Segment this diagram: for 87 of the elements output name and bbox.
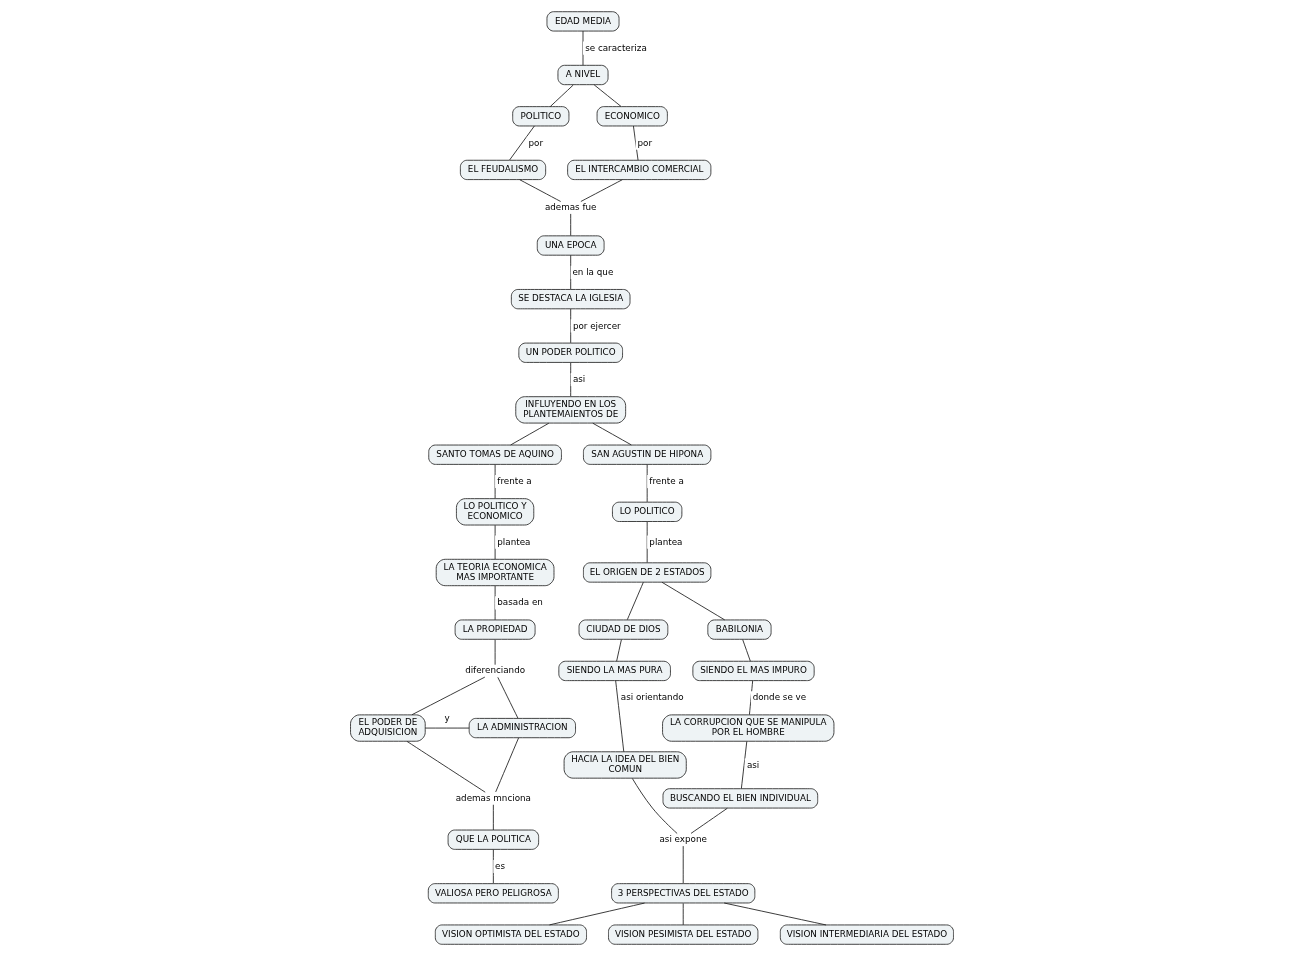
connector bbox=[492, 804, 494, 831]
connector bbox=[631, 778, 678, 834]
node-box: SAN AGUSTIN DE HIPONA bbox=[583, 444, 712, 465]
connector bbox=[519, 179, 562, 202]
edge-label: frente a bbox=[497, 476, 532, 487]
connector bbox=[570, 362, 572, 397]
node-box: VISION INTERMEDIARIA DEL ESTADO bbox=[779, 924, 954, 945]
connector bbox=[494, 464, 496, 499]
node-box: UNA EPOCA bbox=[536, 235, 605, 256]
connector bbox=[580, 179, 623, 202]
connector bbox=[497, 676, 519, 719]
connector bbox=[424, 727, 470, 729]
node-box: SIENDO EL MAS IMPURO bbox=[692, 660, 815, 682]
node-box: LA ADMINISTRACION bbox=[468, 717, 576, 739]
connector bbox=[570, 308, 572, 344]
edge-label: se caracteriza bbox=[585, 42, 647, 53]
connector bbox=[626, 581, 644, 621]
connector bbox=[570, 213, 572, 237]
edge-label: plantea bbox=[649, 536, 683, 547]
edge-label: asi orientando bbox=[620, 692, 684, 703]
connector bbox=[615, 680, 625, 753]
connector bbox=[494, 524, 496, 560]
node-text: diferenciando bbox=[465, 665, 526, 676]
node-box: EDAD MEDIA bbox=[546, 11, 620, 32]
node-box: LA TEORIA ECONOMICA MAS IMPORTANTE bbox=[435, 558, 555, 587]
edge-label: es bbox=[495, 861, 506, 872]
node-box: VISION PESIMISTA DEL ESTADO bbox=[608, 924, 759, 945]
node-box: SANTO TOMAS DE AQUINO bbox=[428, 444, 562, 465]
connector bbox=[406, 740, 486, 793]
connector bbox=[494, 585, 496, 621]
node-box: POLITICO bbox=[512, 106, 570, 127]
connector bbox=[411, 676, 486, 716]
edge-label: asi bbox=[746, 759, 760, 770]
node-box: EL INTERCAMBIO COMERCIAL bbox=[567, 159, 712, 181]
connector bbox=[682, 902, 684, 926]
node-box: LO POLITICO Y ECONOMICO bbox=[456, 498, 535, 526]
node-box: BUSCANDO EL BIEN INDIVIDUAL bbox=[662, 788, 819, 809]
node-box: EL PODER DE ADQUISICION bbox=[350, 714, 426, 742]
connector bbox=[632, 125, 639, 161]
edge-label: frente a bbox=[649, 476, 684, 487]
node-text: asi expone bbox=[659, 833, 707, 844]
edge-label: plantea bbox=[497, 536, 531, 547]
node-text: ademas mnciona bbox=[455, 792, 531, 803]
edge-label: en la que bbox=[572, 266, 614, 277]
edge-label: basada en bbox=[497, 597, 543, 608]
node-box: BABILONIA bbox=[707, 619, 772, 640]
connector bbox=[723, 902, 827, 926]
connector bbox=[742, 639, 751, 662]
connector bbox=[495, 737, 519, 793]
node-text: ademas fue bbox=[544, 201, 597, 212]
connector bbox=[682, 845, 684, 884]
connector bbox=[690, 807, 728, 834]
node-box: EL ORIGEN DE 2 ESTADOS bbox=[583, 562, 712, 583]
connector bbox=[582, 30, 584, 66]
node-box: LA CORRUPCION QUE SE MANIPULA POR EL HOMBRE bbox=[662, 714, 835, 742]
node-box: 3 PERSPECTIVAS DEL ESTADO bbox=[611, 883, 756, 904]
connector bbox=[549, 902, 645, 926]
connector bbox=[549, 84, 574, 107]
edge-label: asi bbox=[572, 374, 586, 385]
node-box: VISION OPTIMISTA DEL ESTADO bbox=[434, 924, 587, 945]
edge-label: y bbox=[444, 713, 450, 724]
node-box: SIENDO LA MAS PURA bbox=[558, 660, 671, 682]
connector bbox=[494, 639, 496, 666]
connector bbox=[740, 741, 748, 789]
node-box: A NIVEL bbox=[557, 64, 609, 86]
edge-label: por ejercer bbox=[572, 320, 621, 331]
connector bbox=[749, 680, 754, 716]
node-box: HACIA LA IDEA DEL BIEN COMUN bbox=[563, 751, 687, 779]
node-box: LA PROPIEDAD bbox=[454, 619, 536, 640]
connector bbox=[570, 254, 572, 290]
node-box: LO POLITICO bbox=[612, 501, 683, 522]
node-box: EL FEUDALISMO bbox=[459, 159, 547, 181]
node-box: INFLUYENDO EN LOS PLANTEMAIENTOS DE bbox=[515, 396, 627, 424]
connector bbox=[616, 639, 622, 662]
connector bbox=[593, 84, 622, 107]
node-box: UN PODER POLITICO bbox=[518, 342, 623, 363]
connector bbox=[509, 125, 535, 161]
connector bbox=[492, 848, 494, 884]
node-box: CIUDAD DE DIOS bbox=[578, 619, 669, 640]
node-box: QUE LA POLITICA bbox=[447, 829, 540, 850]
connector bbox=[661, 581, 726, 621]
edge-label: por bbox=[528, 137, 544, 148]
node-box: SE DESTACA LA IGLESIA bbox=[510, 289, 631, 310]
node-box: VALIOSA PERO PELIGROSA bbox=[427, 883, 559, 904]
node-box: ECONOMICO bbox=[596, 106, 668, 127]
edge-label: donde se ve bbox=[752, 692, 807, 703]
edge-label: por bbox=[637, 137, 653, 148]
